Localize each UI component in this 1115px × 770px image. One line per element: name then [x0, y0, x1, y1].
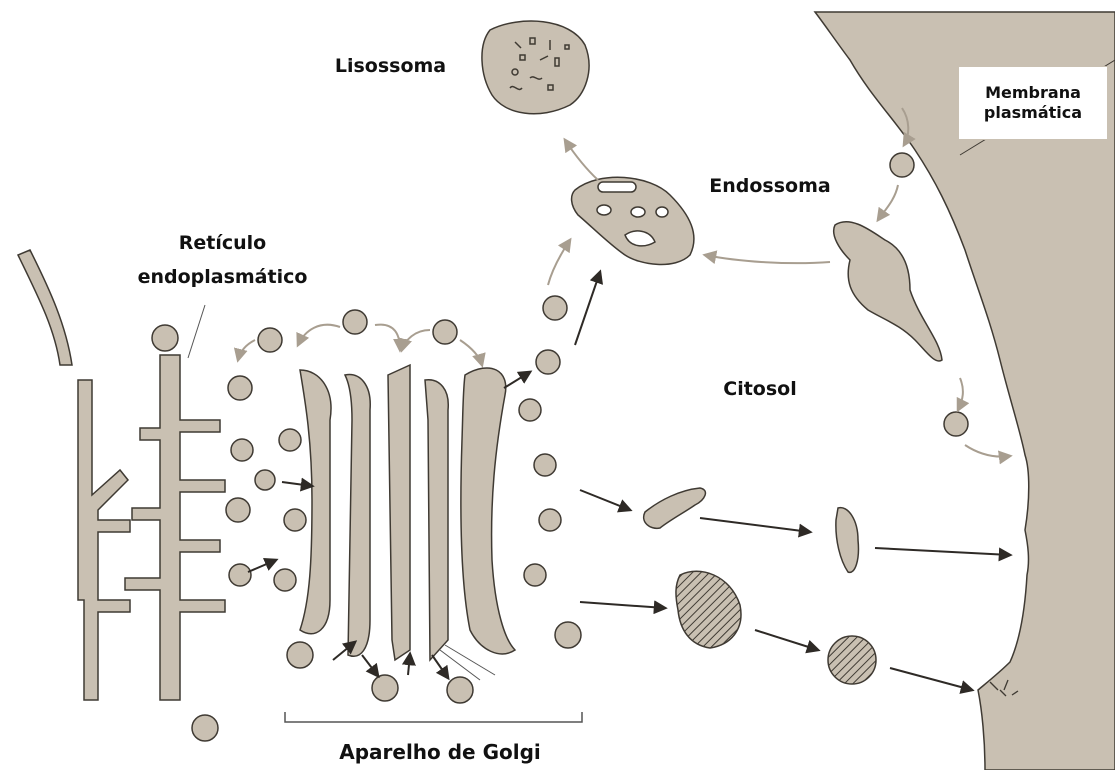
label-membrana-line1: Membrana [985, 83, 1081, 103]
label-lisossoma: Lisossoma [323, 55, 458, 79]
lysosome [482, 21, 589, 114]
label-membrana-plasmatica: Membrana plasmática [958, 66, 1108, 140]
label-membrana-line2: plasmática [984, 103, 1082, 123]
label-reticulo-line2: endoplasmático [115, 266, 330, 290]
label-reticulo-line1: Retículo [125, 232, 320, 256]
label-citosol: Citosol [705, 378, 815, 402]
golgi-apparatus [255, 296, 581, 703]
golgi-bracket [285, 712, 582, 722]
label-endossoma: Endossoma [695, 175, 845, 199]
secretory-vesicles [644, 488, 1018, 696]
endosome [572, 177, 694, 264]
label-aparelho-de-golgi: Aparelho de Golgi [320, 740, 560, 765]
label-pointers [188, 305, 495, 680]
endoplasmic-reticulum [18, 250, 253, 741]
